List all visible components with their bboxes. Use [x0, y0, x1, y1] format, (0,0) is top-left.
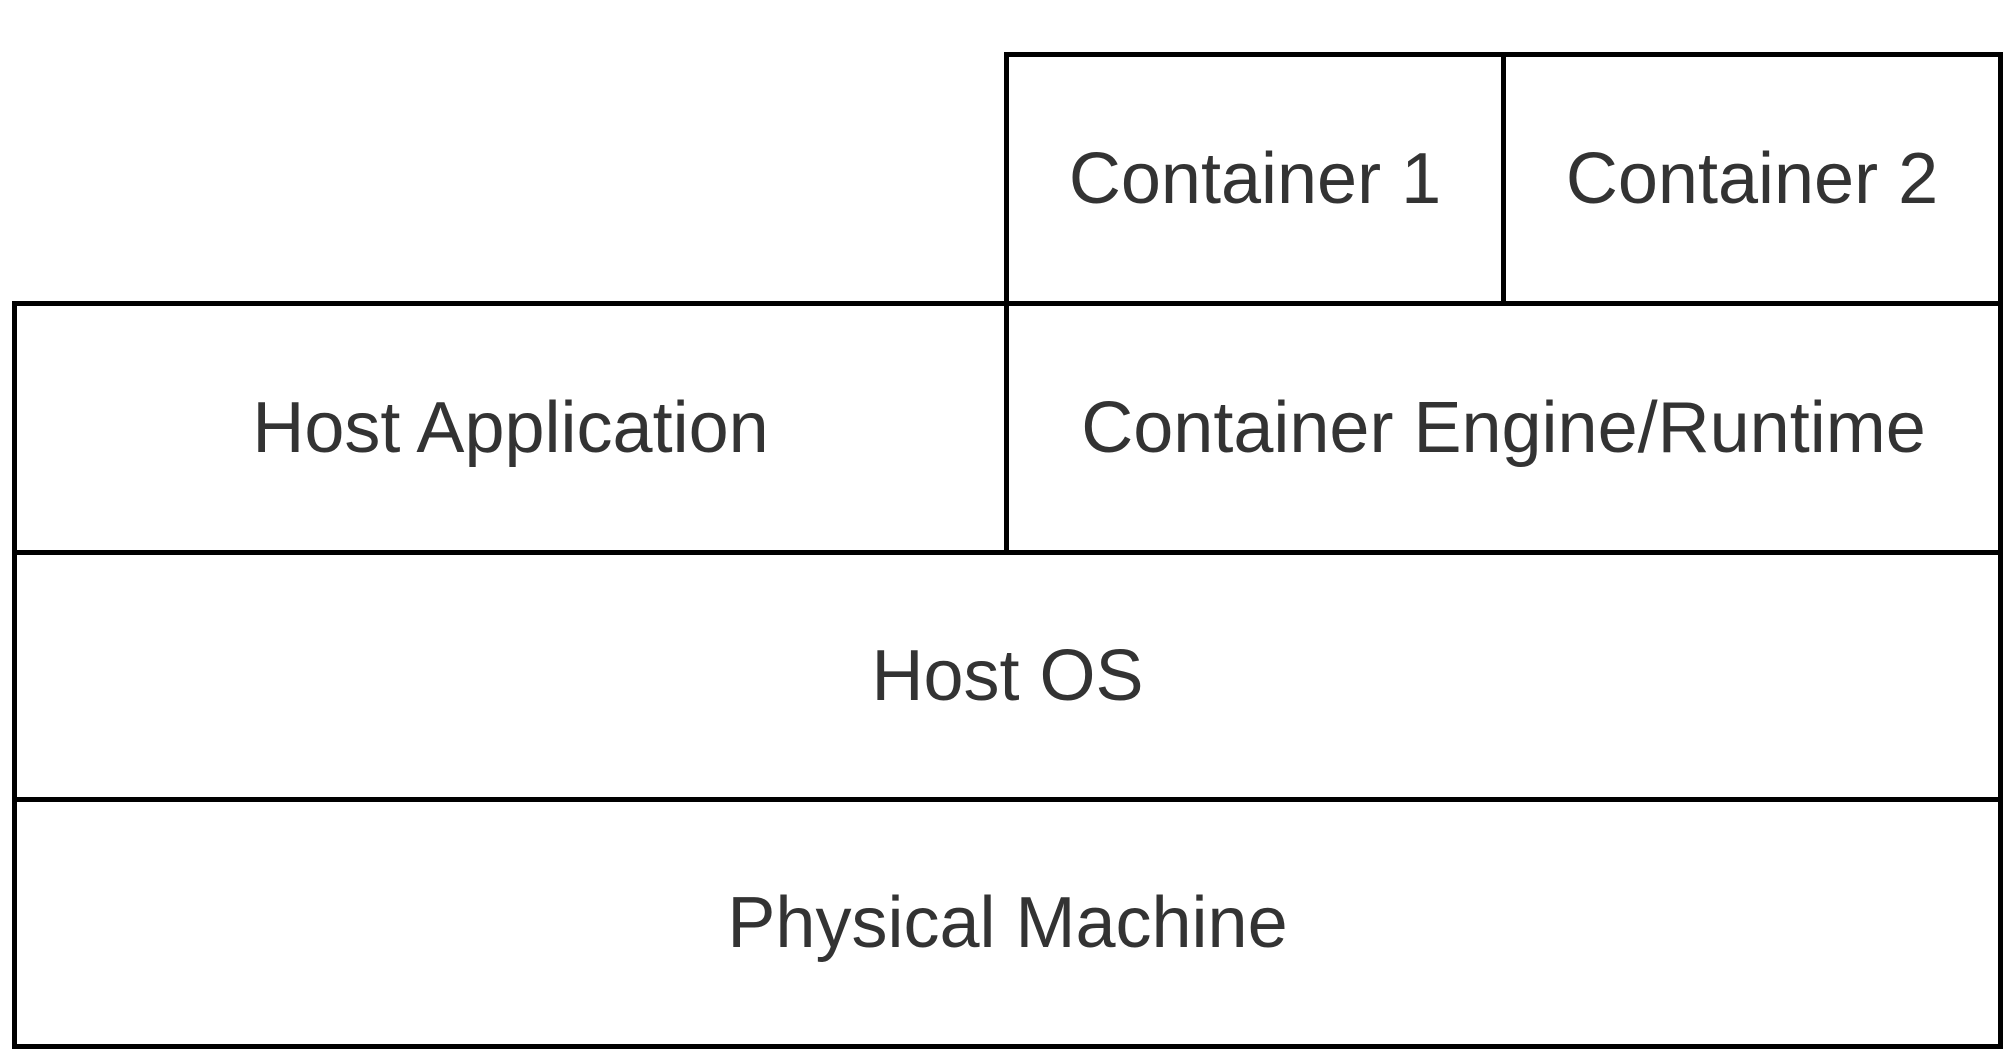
container-1-label: Container 1	[1068, 139, 1442, 219]
physical-machine-label: Physical Machine	[727, 883, 1288, 963]
physical-machine-box: Physical Machine	[12, 797, 2003, 1049]
container-1-box: Container 1	[1004, 52, 1506, 306]
container-engine-box: Container Engine/Runtime	[1004, 301, 2003, 555]
container-2-label: Container 2	[1565, 139, 1939, 219]
container-engine-label: Container Engine/Runtime	[1081, 388, 1926, 468]
host-os-label: Host OS	[871, 636, 1144, 716]
host-application-box: Host Application	[12, 301, 1009, 555]
container-2-box: Container 2	[1501, 52, 2003, 306]
host-os-box: Host OS	[12, 550, 2003, 802]
host-application-label: Host Application	[252, 388, 769, 468]
